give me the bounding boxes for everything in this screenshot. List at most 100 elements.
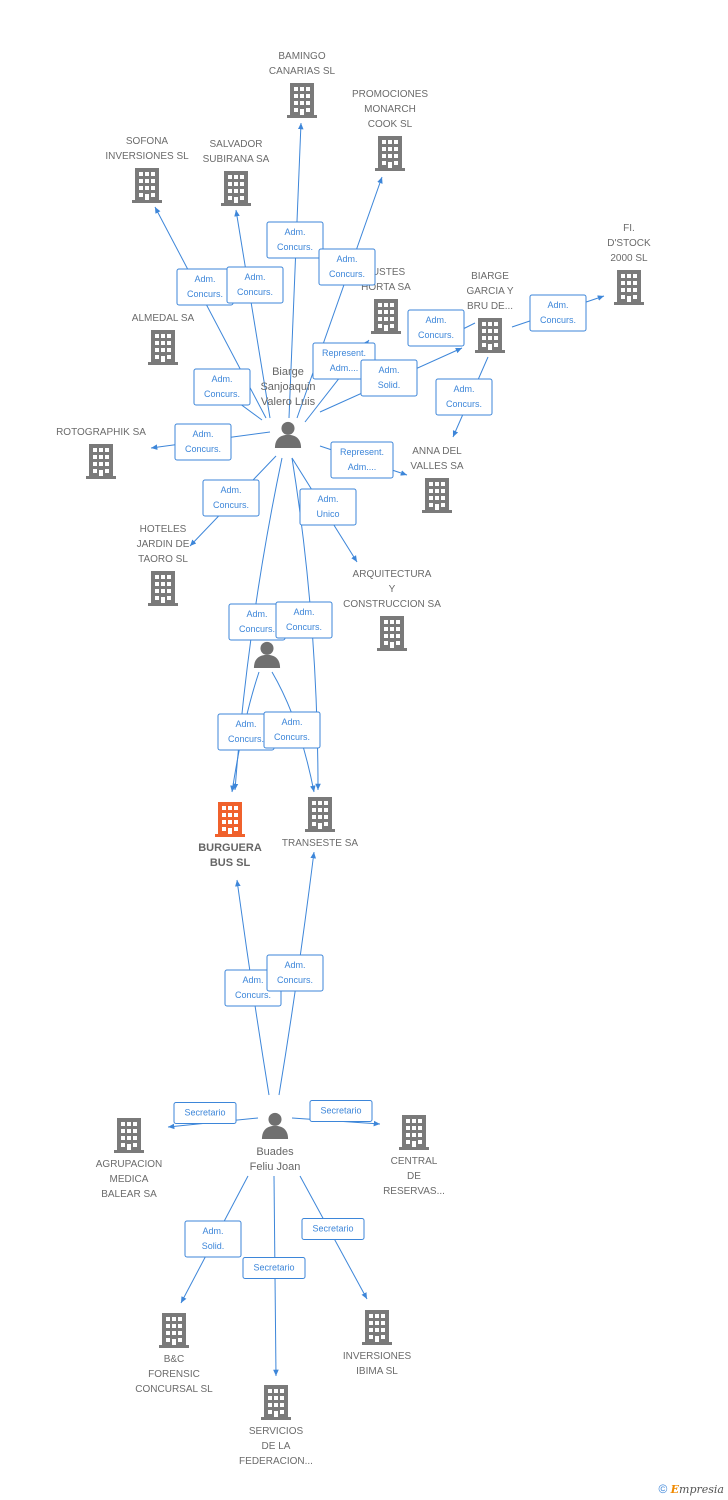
relation-label-box [202, 479, 260, 517]
company-node-rotographik[interactable]: ROTOGRAPHIK SA [56, 427, 146, 479]
edge-line [234, 209, 271, 419]
relation-label-text: Adm. [211, 374, 232, 384]
company-name: CENTRAL [391, 1156, 438, 1167]
relation-label-text: Adm. [425, 315, 446, 325]
company-name: BAMINGO [278, 51, 325, 62]
relation-edge-biarge-sanjoaquin-to-promociones[interactable] [296, 176, 383, 419]
relation-label-text: Secretario [253, 1263, 294, 1273]
company-name: INVERSIONES [343, 1351, 412, 1362]
company-node-anna-del-valles[interactable]: ANNA DEL VALLES SA [410, 446, 464, 513]
building-icon [377, 616, 407, 651]
company-name: CONSTRUCCION SA [343, 599, 441, 610]
relation-label[interactable]: Adm.Concurs. [263, 711, 321, 749]
relation-label[interactable]: Adm.Concurs. [202, 479, 260, 517]
empresia-logo[interactable]: Empresia [670, 1483, 724, 1496]
relation-label-text: Adm. [220, 485, 241, 495]
relation-label-box [435, 378, 493, 416]
person-icon [261, 1112, 289, 1139]
relation-label-box [318, 248, 376, 286]
relation-label-text: Adm. [284, 960, 305, 970]
company-node-central[interactable]: CENTRAL DE RESERVAS... [383, 1115, 445, 1197]
company-name: SOFONA [126, 136, 169, 147]
relation-label[interactable]: Adm.Concurs. [266, 221, 324, 259]
relation-label[interactable]: Adm.Concurs. [318, 248, 376, 286]
relation-label[interactable]: Adm.Concurs. [176, 268, 234, 306]
company-name: RESERVAS... [383, 1186, 445, 1197]
relation-label[interactable]: Adm.Concurs. [226, 266, 284, 304]
relation-label[interactable]: Secretario [242, 1257, 306, 1279]
person-name: Biarge [272, 366, 304, 378]
copyright-footer: © Empresia [658, 1482, 724, 1496]
relation-label-text: Adm. [194, 274, 215, 284]
relation-label-text: Adm. [317, 494, 338, 504]
company-name: FI. [623, 223, 635, 234]
building-icon [375, 136, 405, 171]
relation-label-text: Concurs. [446, 399, 482, 409]
relation-label-text: Concurs. [237, 287, 273, 297]
relation-label-text: Secretario [312, 1224, 353, 1234]
relation-label-text: Adm. [202, 1226, 223, 1236]
relation-label[interactable]: Secretario [301, 1218, 365, 1240]
building-icon [261, 1385, 291, 1420]
relation-label[interactable]: Represent.Adm.... [330, 441, 394, 479]
building-icon [287, 83, 317, 118]
relation-edge-biarge-sanjoaquin-to-bamingo[interactable] [288, 122, 304, 419]
relation-label[interactable]: Adm.Unico [299, 488, 357, 526]
relation-label[interactable]: Adm.Solid. [360, 359, 418, 397]
relation-label-box [360, 359, 418, 397]
relation-label-box [299, 488, 357, 526]
relation-label[interactable]: Adm.Concurs. [407, 309, 465, 347]
company-node-justes[interactable]: JUSTES HORTA SA [361, 267, 411, 334]
relation-label-text: Solid. [378, 380, 401, 390]
relation-edge-biarge-sanjoaquin-to-salvador[interactable] [234, 209, 271, 419]
relation-label[interactable]: Adm.Concurs. [266, 954, 324, 992]
relation-label[interactable]: Secretario [309, 1100, 373, 1122]
company-name: 2000 SL [610, 253, 648, 264]
relation-label[interactable]: Adm.Concurs. [275, 601, 333, 639]
company-name: HORTA SA [361, 282, 411, 293]
company-name: FEDERACION... [239, 1456, 313, 1467]
relation-label[interactable]: Adm. Solid. [184, 1220, 242, 1258]
building-icon [614, 270, 644, 305]
relation-label-text: Solid. [202, 1241, 225, 1251]
relation-label[interactable]: Adm.Concurs. [193, 368, 251, 406]
relation-label[interactable]: Adm.Concurs. [228, 603, 286, 641]
relation-label[interactable]: Secretario [173, 1102, 237, 1124]
company-name: JUSTES [367, 267, 406, 278]
company-name: ANNA DEL [412, 446, 462, 457]
company-name: DE [407, 1171, 421, 1182]
edge-line [288, 122, 304, 419]
company-node-inversiones-ibima[interactable]: INVERSIONES IBIMA SL [343, 1310, 412, 1377]
relation-label-text: Concurs. [274, 732, 310, 742]
company-name: JARDIN DE [137, 539, 190, 550]
person-node-middle-person[interactable] [253, 641, 281, 668]
relation-label[interactable]: Adm.Concurs. [435, 378, 493, 416]
relation-label[interactable]: Adm.Concurs. [529, 294, 587, 332]
building-icon [475, 318, 505, 353]
company-name: VALLES SA [410, 461, 464, 472]
relation-label-text: Concurs. [228, 734, 264, 744]
company-node-almedal[interactable]: ALMEDAL SA [132, 313, 195, 365]
company-node-transeste[interactable]: TRANSESTE SA [282, 797, 358, 849]
relation-label[interactable]: Adm.Concurs. [174, 423, 232, 461]
company-name: BALEAR SA [101, 1189, 157, 1200]
company-name: SUBIRANA SA [203, 154, 270, 165]
company-name: IBIMA SL [356, 1366, 398, 1377]
relation-label-box [226, 266, 284, 304]
relation-label-text: Concurs. [329, 269, 365, 279]
relation-label-box [330, 441, 394, 479]
